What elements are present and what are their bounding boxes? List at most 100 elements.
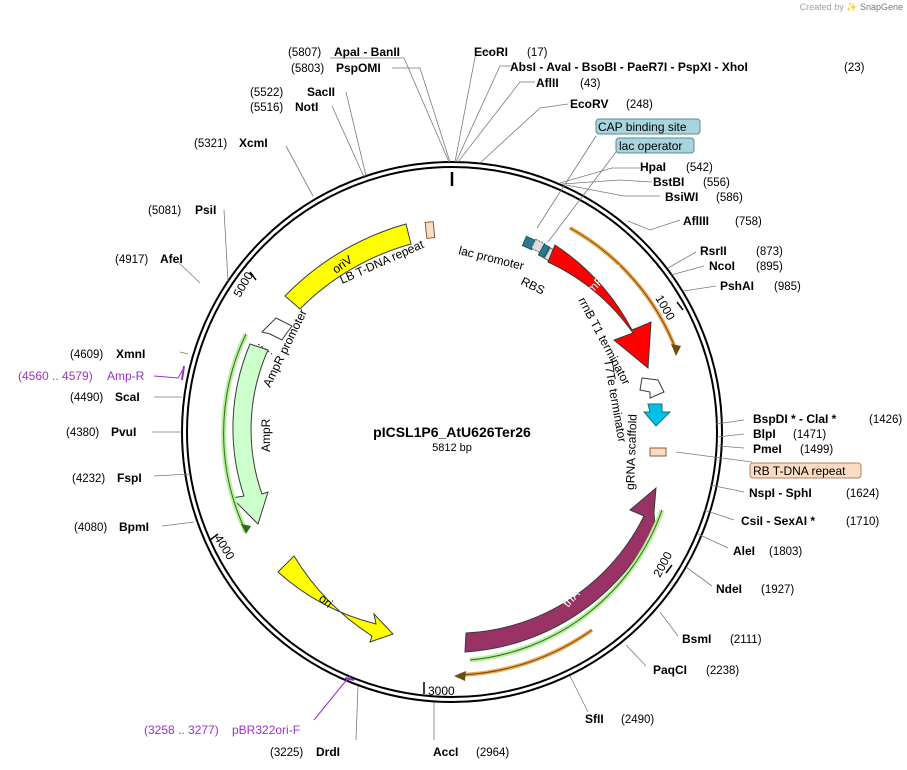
cap-binding-site-label: CAP binding site	[598, 120, 687, 134]
site-hpai-pos: (542)	[686, 162, 713, 174]
site-pspomi-name: PspOMI	[336, 61, 381, 75]
primer-pbr322ori-f-name: pBR322ori-F	[232, 723, 300, 737]
site-apai-name: ApaI - BanII	[334, 45, 400, 59]
tick-2000: 2000	[650, 549, 675, 579]
site-sexai-pos: (1710)	[846, 516, 879, 528]
site-paqci-pos: (2238)	[706, 665, 739, 677]
lac-region	[521, 135, 617, 262]
site-sphi-pos: (1624)	[846, 488, 879, 500]
site-blpi-name: BlpI	[753, 427, 776, 441]
site-clai-pos: (1426)	[869, 414, 902, 426]
site-xmni-pos: (4609)	[70, 349, 103, 361]
site-xcmi-pos: (5321)	[194, 138, 227, 150]
site-pmei-pos: (1499)	[800, 444, 833, 456]
site-ncoi-name: NcoI	[709, 259, 735, 273]
feature-t7te-terminator	[642, 403, 672, 427]
site-afei-pos: (4917)	[115, 254, 148, 266]
site-ecorv-name: EcoRV	[570, 97, 608, 111]
feature-ampr	[230, 343, 269, 525]
site-sacii-pos: (5522)	[250, 87, 283, 99]
site-alei-pos: (1803)	[769, 546, 802, 558]
site-acci-pos: (2964)	[476, 747, 509, 759]
rb-tdna-repeat-label: RB T-DNA repeat	[753, 464, 846, 478]
plasmid-length: 5812 bp	[432, 442, 472, 454]
primer-markers	[153, 365, 355, 721]
primer-amp-r-range: (4560 .. 4579)	[18, 369, 93, 383]
site-bsiwi-pos: (586)	[716, 192, 743, 204]
feature-trfa	[464, 486, 657, 653]
site-fspi-pos: (4232)	[72, 473, 105, 485]
cap-binding-site-box	[595, 118, 701, 135]
site-afliii-pos: (758)	[735, 216, 762, 228]
feature-ampr-promoter	[261, 317, 293, 341]
site-drdi-name: DrdI	[316, 745, 340, 759]
site-bpmi-name: BpmI	[119, 520, 149, 534]
site-noti-name: NotI	[295, 100, 318, 114]
site-xmni-name: XmnI	[116, 347, 145, 361]
site-alei-name: AleI	[733, 544, 755, 558]
feature-rrnb-t1-terminator	[639, 377, 665, 399]
tick-4000: 4000	[211, 532, 237, 562]
site-hpai-name: HpaI	[640, 160, 666, 174]
site-blpi-pos: (1471)	[793, 429, 826, 441]
site-pmei-name: PmeI	[753, 442, 782, 456]
site-scai-name: ScaI	[115, 390, 140, 404]
label-ampr-promoter: AmpR promoter	[260, 307, 310, 389]
site-pvui-pos: (4380)	[66, 427, 99, 439]
site-psii-name: PsiI	[195, 203, 216, 217]
site-bpmi-pos: (4080)	[74, 522, 107, 534]
lac-operator-mark	[537, 243, 551, 259]
site-rsrii-pos: (873)	[756, 246, 783, 258]
snapgene-watermark: Created by ✨ SnapGene	[800, 2, 903, 13]
site-sphi-name: NspI - SphI	[749, 486, 812, 500]
site-afliii-name: AflIII	[683, 214, 709, 228]
label-ampr: AmpR	[259, 418, 273, 452]
feature-rb-tdna-repeat	[649, 447, 667, 457]
feature-lb-tdna-repeat	[424, 221, 436, 239]
feature-mrfp1	[547, 244, 652, 370]
tick-3000: 3000	[428, 684, 455, 698]
site-aflii-name: AflII	[536, 76, 559, 90]
feature-oriv	[284, 223, 412, 310]
watermark-prefix: Created by	[799, 2, 844, 12]
site-paqci-name: PaqCI	[653, 663, 687, 677]
lac-operator-box	[615, 137, 695, 154]
site-ecori-name: EcoRI	[474, 45, 508, 59]
site-clai-name: BspDI * - ClaI *	[753, 412, 837, 426]
site-sacii-name: SacII	[307, 85, 335, 99]
site-aflii-pos: (43)	[580, 78, 601, 90]
snapgene-logo: ✨	[846, 2, 858, 12]
plasmid-name: pICSL1P6_AtU626Ter26	[373, 424, 531, 440]
site-drdi-pos: (3225)	[270, 747, 303, 759]
site-ecorv-pos: (248)	[626, 99, 653, 111]
site-fspi-name: FspI	[117, 471, 142, 485]
primer-amp-r-name: Amp-R	[107, 369, 145, 383]
label-rbs: RBS	[519, 274, 547, 297]
site-sfii-pos: (2490)	[621, 714, 654, 726]
site-xhoi-pos: (23)	[844, 62, 865, 74]
label-lac-promoter: lac promoter	[457, 243, 525, 273]
primer-amp-r-leader	[153, 367, 185, 379]
site-bsmi-name: BsmI	[682, 632, 711, 646]
backbone-inner	[186, 166, 718, 698]
features	[221, 221, 753, 681]
site-bsmi-pos: (2111)	[730, 634, 762, 646]
site-ndei-pos: (1927)	[761, 584, 794, 596]
site-ndei-name: NdeI	[716, 582, 742, 596]
site-xhoi-name: AbsI - AvaI - BsoBI - PaeR7I - PspXI - X…	[510, 60, 748, 74]
lac-operator-label: lac operator	[619, 139, 682, 153]
watermark-brand: SnapGene	[859, 2, 903, 12]
site-noti-pos: (5516)	[250, 102, 283, 114]
site-pshai-name: PshAI	[720, 279, 754, 293]
label-grna-scaffold: gRNA scaffold	[623, 414, 640, 490]
site-afei-name: AfeI	[160, 252, 183, 266]
boxed-labels: CAP binding site lac operator RB T-DNA r…	[595, 118, 862, 479]
primer-pbr322ori-f-leader	[313, 675, 351, 721]
site-pvui-name: PvuI	[111, 425, 136, 439]
site-ecori-pos: (17)	[527, 47, 548, 59]
site-apai-pos: (5807)	[288, 47, 321, 59]
site-leader-lines	[152, 51, 745, 741]
site-bsiwi-name: BsiWI	[665, 190, 698, 204]
site-sfii-name: SfII	[585, 712, 604, 726]
